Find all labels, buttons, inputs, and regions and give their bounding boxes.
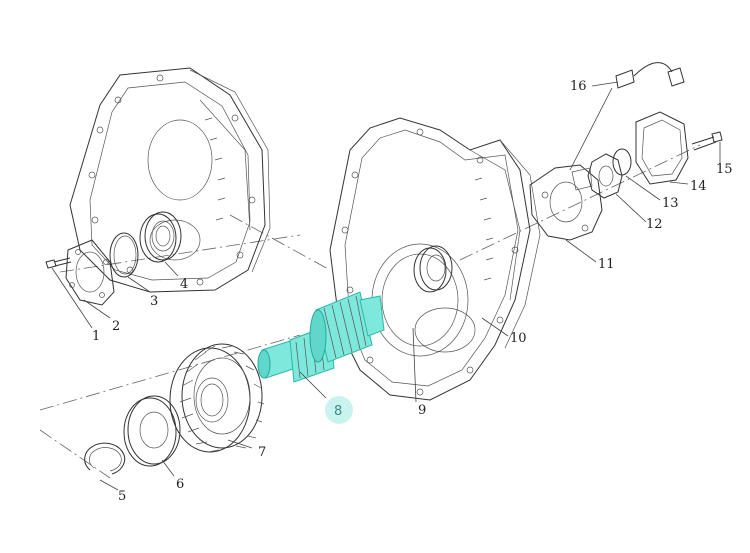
rotor-ring-part-12	[587, 153, 623, 199]
gasket-part-14	[635, 111, 689, 185]
snap-ring-part-5	[84, 442, 126, 475]
part-label-4: 4	[180, 277, 188, 292]
part-label-6: 6	[176, 477, 184, 492]
part-label-12: 12	[646, 217, 663, 232]
part-label-13: 13	[662, 196, 679, 211]
part-label-16: 16	[570, 79, 587, 94]
leader-lines	[51, 81, 721, 491]
bearing-part-4	[139, 211, 182, 263]
bearing-part-9	[413, 245, 453, 293]
highlight-badge	[325, 396, 353, 424]
part-label-9: 9	[418, 403, 426, 418]
pinion-shaft-part-8	[257, 291, 385, 383]
rear-cover-housing	[69, 67, 271, 293]
sensor-housing-part-11	[529, 164, 603, 241]
part-label-10: 10	[510, 331, 527, 346]
speed-sensor-part-16	[615, 62, 685, 89]
cover-plate-part-2	[65, 239, 115, 306]
helical-gear-part-7	[169, 343, 265, 453]
part-label-1: 1	[92, 329, 100, 344]
o-ring-part-13	[612, 148, 632, 176]
part-label-2: 2	[112, 319, 120, 334]
thrust-washer-part-6	[123, 395, 181, 467]
o-ring-part-3	[109, 232, 139, 278]
part-label-7: 7	[258, 445, 266, 460]
part-label-14: 14	[690, 179, 707, 194]
part-label-8: 8	[334, 404, 342, 419]
main-housing-part-10	[329, 117, 541, 401]
part-label-15: 15	[716, 162, 733, 177]
bolt-part-15	[691, 131, 723, 151]
part-label-3: 3	[150, 294, 158, 309]
part-label-11: 11	[598, 257, 615, 272]
assembly-axis-lines	[39, 144, 701, 479]
part-label-5: 5	[118, 489, 126, 504]
